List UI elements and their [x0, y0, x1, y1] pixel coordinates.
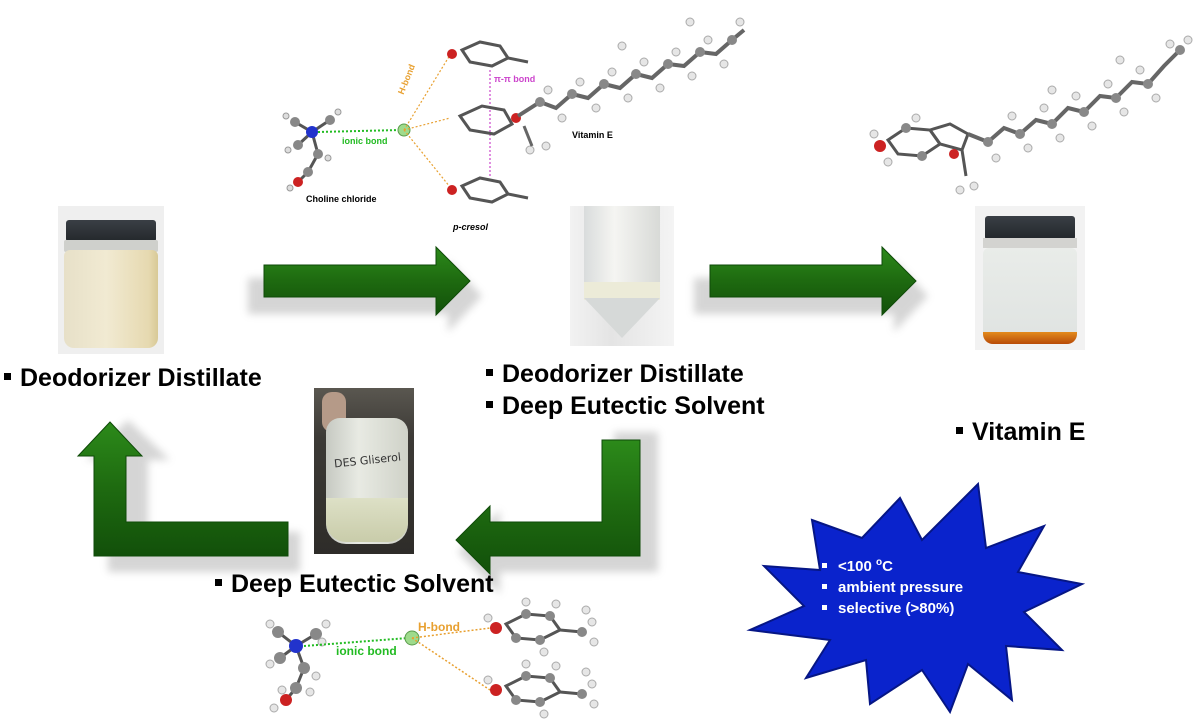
bullet-icon — [486, 400, 493, 408]
ionic-bond-label: ionic bond — [342, 136, 388, 146]
vitamin-e-molecule-label: Vitamin E — [572, 130, 613, 140]
des-mixture-tube-photo — [570, 206, 674, 346]
h-bond-label: H-bond — [418, 620, 460, 634]
molecule-model-icon — [869, 35, 1193, 195]
condition-item: <100 oC — [822, 552, 963, 577]
deodorizer-distillate-label: Deodorizer Distillate — [4, 362, 262, 394]
arrow-up-left-icon — [76, 420, 300, 572]
choline-chloride-label: Choline chloride — [306, 194, 377, 204]
des-flask-photo: DES Gliserol — [314, 388, 414, 554]
bullet-icon — [215, 578, 222, 586]
bullet-icon — [822, 583, 827, 589]
starburst-icon — [746, 481, 1086, 715]
deep-eutectic-solvent-label: Deep Eutectic Solvent — [215, 568, 494, 600]
arrow-right-icon — [694, 245, 928, 332]
bullet-icon — [822, 562, 827, 568]
arrow-right-icon — [248, 245, 482, 332]
bullet-icon — [822, 604, 827, 610]
vitamin-e-jar-photo — [975, 206, 1085, 350]
condition-item: ambient pressure — [822, 577, 963, 598]
deodorizer-distillate-label: Deodorizer Distillate — [486, 358, 744, 390]
molecule-model-icon — [265, 597, 599, 719]
bullet-icon — [486, 368, 493, 376]
bullet-icon — [956, 426, 963, 434]
arrow-down-left-icon — [455, 432, 658, 594]
molecule-model-icon — [282, 17, 746, 204]
condition-item: selective (>80%) — [822, 598, 963, 619]
conditions-list: <100 oC ambient pressure selective (>80%… — [822, 552, 963, 619]
pi-bond-label: π-π bond — [494, 74, 536, 84]
p-cresol-label: p-cresol — [453, 222, 489, 232]
bullet-icon — [4, 372, 11, 380]
ionic-bond-label: ionic bond — [336, 644, 397, 658]
deep-eutectic-solvent-label: Deep Eutectic Solvent — [486, 390, 765, 422]
deodorizer-distillate-jar-photo — [58, 206, 164, 354]
vitamin-e-label: Vitamin E — [956, 416, 1085, 448]
